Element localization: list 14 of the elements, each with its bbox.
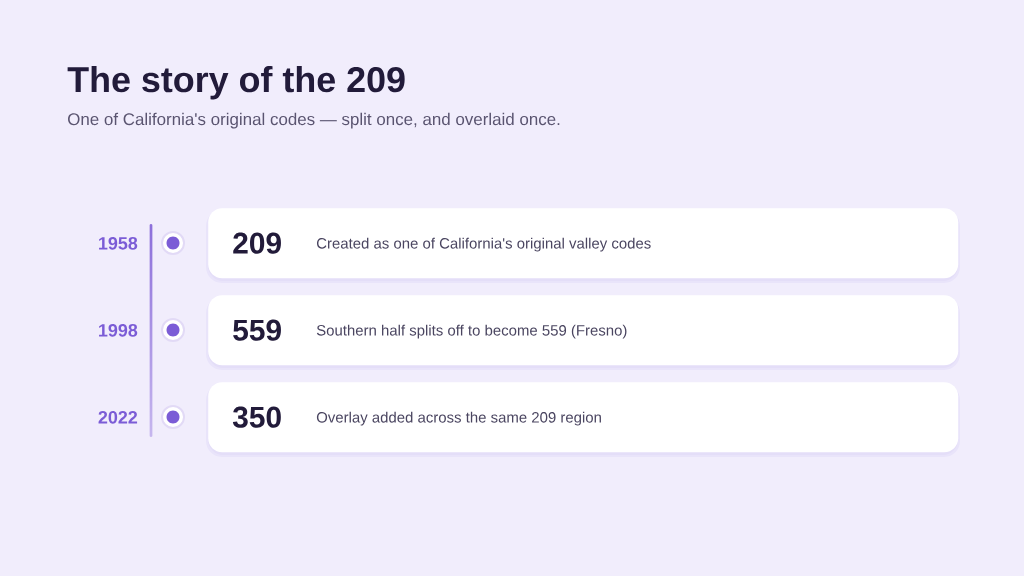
area-code: 209	[233, 232, 281, 254]
event-description: Created as one of California's original valley codes	[316, 237, 651, 252]
event-card	[206, 208, 960, 283]
event-description: Southern half splits off to become 559 (Fresno)	[316, 324, 627, 339]
event-card	[206, 382, 960, 457]
subtitle: One of California's original codes — split once, and overlaid once.	[68, 112, 560, 129]
area-code: 350	[232, 406, 281, 428]
area-code: 559	[233, 319, 281, 341]
event-card	[206, 295, 960, 370]
year-label: 2022	[98, 410, 138, 424]
year-label: 1998	[99, 323, 138, 337]
year-label: 1958	[99, 236, 138, 250]
title: The story of the 209	[67, 66, 405, 100]
event-description: Overlay added across the same 209 region	[316, 411, 601, 426]
